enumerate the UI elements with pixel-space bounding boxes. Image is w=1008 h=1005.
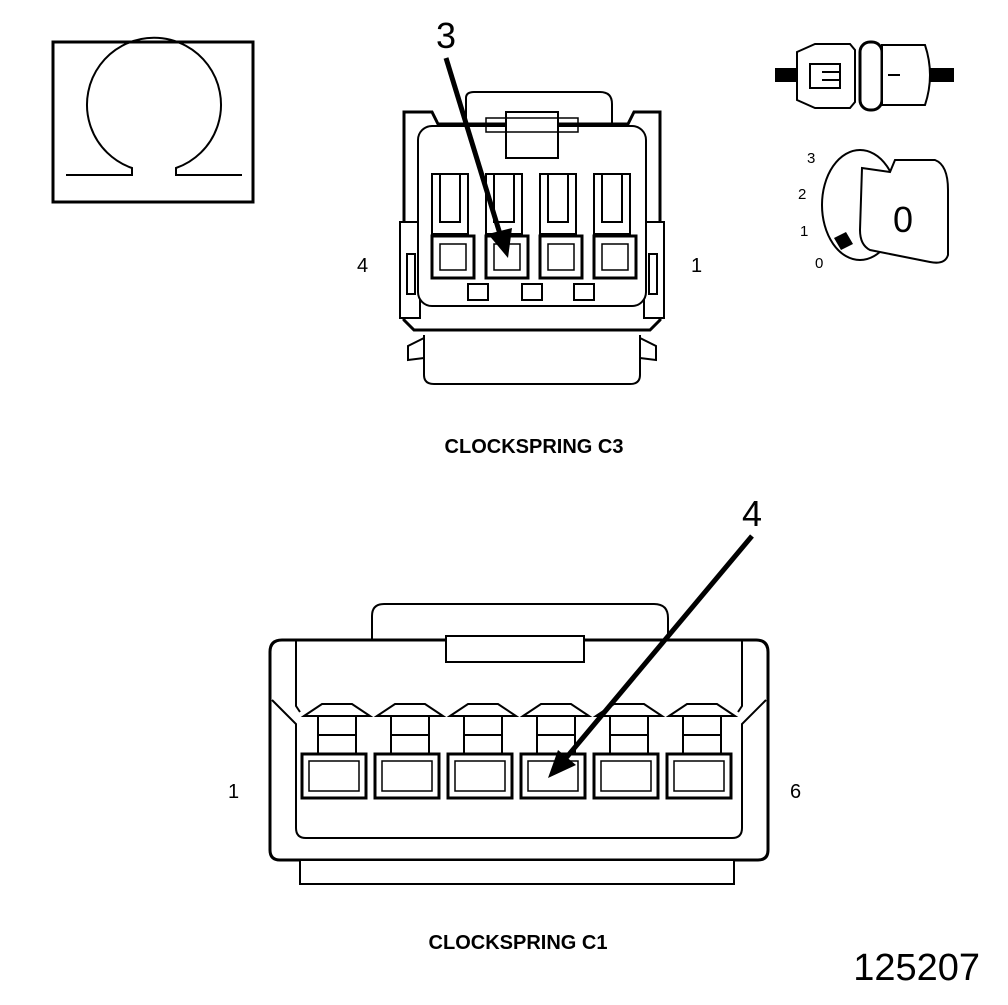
c1-callout-arrow	[548, 534, 754, 778]
ignition-position-1: 1	[800, 223, 808, 240]
ignition-key-position-label: 0	[893, 199, 913, 240]
c1-terminal-latches	[300, 703, 739, 755]
ignition-position-0: 0	[815, 255, 823, 272]
c3-pin-label-right: 1	[691, 255, 702, 277]
c3-callout-arrow	[443, 57, 512, 258]
c1-title: CLOCKSPRING C1	[429, 932, 608, 954]
clockspring-c1-connector	[268, 603, 770, 885]
ignition-position-2: 2	[798, 186, 806, 203]
c3-cavities	[430, 234, 638, 280]
c1-pin-label-left: 1	[228, 781, 239, 803]
ignition-switch-icon: 0 3 2 1 0	[798, 149, 949, 272]
diagram-id: 125207	[853, 947, 980, 989]
c3-title: CLOCKSPRING C3	[445, 436, 624, 458]
c3-callout-number: 3	[436, 15, 456, 56]
ignition-position-3: 3	[807, 150, 815, 167]
c3-pin-label-left: 4	[357, 255, 368, 277]
c1-callout-number: 4	[742, 493, 762, 534]
c3-terminal-latches	[431, 173, 631, 235]
disconnected-connector-icon	[775, 40, 954, 112]
c1-cavities	[300, 752, 733, 800]
ohmmeter-icon	[51, 36, 255, 204]
clockspring-c3-connector	[399, 91, 665, 385]
c1-pin-label-right: 6	[790, 781, 801, 803]
